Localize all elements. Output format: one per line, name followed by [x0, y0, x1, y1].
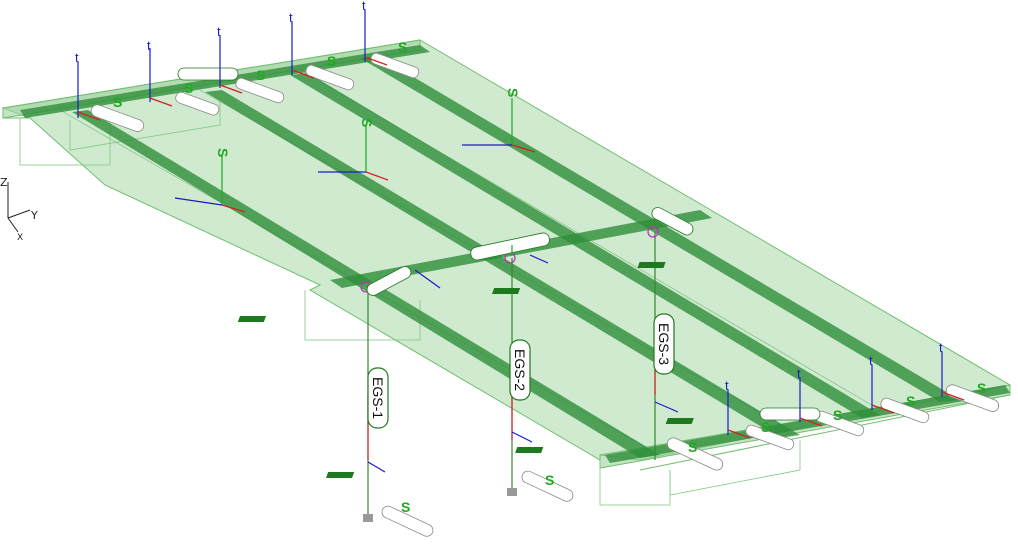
local-y-axis: [529, 254, 549, 264]
t-label: t: [939, 340, 943, 355]
t-label: t: [362, 0, 366, 13]
t-label: t: [289, 10, 293, 25]
local-y-axis: [174, 197, 223, 206]
drop-panel-left: [19, 118, 111, 166]
element-tag[interactable]: [234, 77, 285, 104]
beam-long-4[interactable]: [360, 56, 960, 402]
element-tag[interactable]: [665, 436, 724, 472]
beam-edge-bottom[interactable]: [605, 385, 1010, 463]
element-tag[interactable]: [879, 397, 930, 424]
s-label: S: [256, 67, 265, 83]
beam-edge-top[interactable]: [20, 45, 430, 118]
local-x-axis: [871, 404, 895, 414]
drop-panel-right: [599, 460, 671, 506]
element-tag[interactable]: [304, 64, 355, 91]
local-x-axis: [221, 204, 246, 213]
element-tag[interactable]: [380, 504, 435, 538]
local-x-axis: [364, 56, 388, 66]
local-x-axis: [941, 391, 965, 401]
local-y-axis: [367, 461, 386, 473]
element-tag[interactable]: [520, 469, 575, 503]
section-marker: [491, 288, 521, 294]
s-label-rotated: S: [215, 148, 231, 157]
s-label: S: [833, 407, 842, 423]
t-label: t: [797, 366, 801, 381]
support-circle[interactable]: [647, 226, 659, 238]
section-marker: [326, 472, 355, 478]
local-y-axis: [654, 401, 679, 413]
element-tag[interactable]: [177, 67, 239, 81]
element-tag[interactable]: [759, 407, 821, 421]
s-label: S: [977, 380, 986, 396]
s-label: S: [327, 53, 336, 69]
s-label: S: [398, 39, 407, 55]
local-x-axis: [799, 417, 823, 427]
section-marker: [515, 447, 544, 453]
t-label: t: [217, 24, 221, 39]
s-label: S: [401, 499, 410, 515]
local-axes: [77, 10, 965, 473]
beams: [20, 45, 1010, 463]
columns: EGS-1 EGS-2 EGS-3: [237, 226, 694, 522]
element-tag[interactable]: [365, 264, 413, 297]
s-label: S: [113, 94, 122, 110]
t-labels: t t t t t t t t t: [75, 0, 943, 393]
s-labels: S S S S S S S S S S S S S S S: [113, 39, 986, 515]
t-label: t: [869, 353, 873, 368]
local-x-axis: [365, 171, 389, 181]
t-label: t: [725, 378, 729, 393]
s-label: S: [906, 393, 915, 409]
drop-panel-right-2: [669, 440, 801, 496]
s-label: S: [184, 80, 193, 96]
local-x-axis: [149, 97, 173, 107]
column-tag-egs-3-label: EGS-3: [656, 323, 672, 365]
column-tag-egs-2-label: EGS-2: [512, 349, 528, 391]
triad-z-label: Z: [0, 176, 8, 189]
triad-y-label: Y: [30, 209, 38, 222]
section-marker: [665, 418, 694, 424]
element-tag[interactable]: [650, 205, 695, 237]
t-label: t: [147, 38, 151, 53]
column-tag-egs-2[interactable]: EGS-2: [509, 339, 531, 401]
local-x-axis: [219, 84, 243, 94]
global-axis-triad: Z Y X: [0, 176, 38, 243]
s-label-rotated: S: [359, 118, 375, 127]
element-tag[interactable]: [174, 91, 220, 117]
s-label-rotated: S: [505, 88, 521, 97]
local-x-axis: [727, 429, 751, 439]
s-label: S: [761, 419, 770, 435]
drop-panel-top: [69, 100, 221, 151]
element-tag[interactable]: [744, 424, 795, 451]
section-marker: [637, 262, 666, 268]
section-marker: [237, 316, 266, 322]
s-label: S: [545, 472, 554, 488]
triad-x-label: X: [17, 233, 23, 243]
element-tags: [90, 52, 1001, 538]
triad-y-axis: [7, 209, 31, 219]
column-base-support[interactable]: [363, 514, 373, 522]
column-tag-egs-1[interactable]: EGS-1: [367, 367, 389, 429]
beam-long-2[interactable]: [205, 90, 800, 438]
triad-x-axis: [7, 217, 19, 233]
beam-long-3[interactable]: [290, 73, 880, 418]
local-y-axis: [414, 269, 441, 289]
local-x-axis: [77, 111, 101, 121]
s-label: S: [688, 439, 697, 455]
local-x-axis: [511, 144, 536, 153]
local-x-axis: [291, 69, 315, 79]
column-tag-egs-1-label: EGS-1: [370, 377, 386, 419]
column-tag-egs-3[interactable]: EGS-3: [653, 313, 675, 375]
element-tag[interactable]: [90, 103, 146, 133]
local-y-axis: [511, 431, 533, 443]
t-label: t: [75, 50, 79, 65]
element-tag[interactable]: [945, 383, 1001, 413]
column-base-support[interactable]: [507, 488, 517, 496]
element-tag[interactable]: [369, 52, 420, 79]
